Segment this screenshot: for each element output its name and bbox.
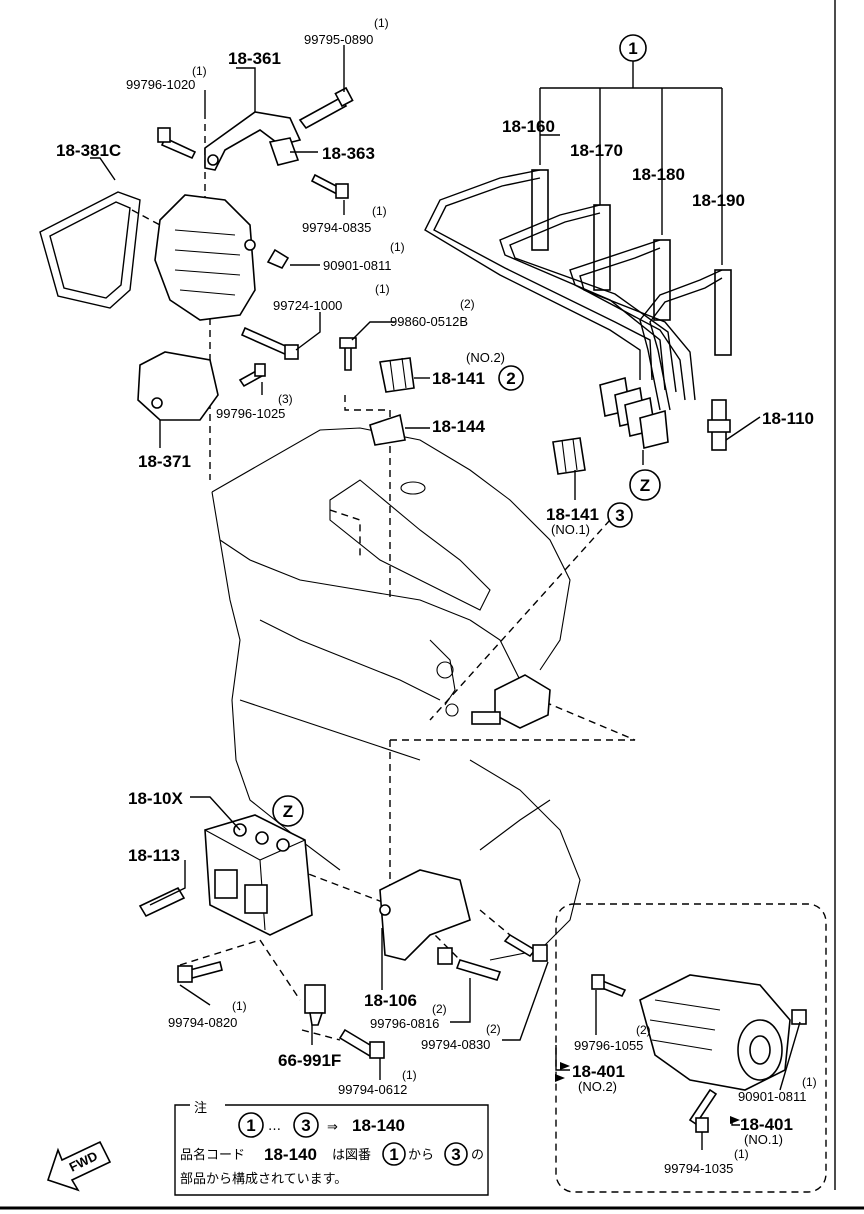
note-circle-1: 1 bbox=[246, 1116, 255, 1135]
note-line3: 部品から構成されています。 bbox=[180, 1172, 347, 1187]
label-99796-0816: 99796-0816 bbox=[370, 1016, 439, 1031]
bracket-18-361 bbox=[204, 111, 302, 171]
leader-lines bbox=[90, 45, 801, 1150]
label-18-363: 18-363 bbox=[322, 144, 375, 163]
bracket-18-106 bbox=[379, 869, 471, 961]
qty-99796-1055: (2) bbox=[636, 1023, 651, 1037]
label-99796-1020: 99796-1020 bbox=[126, 77, 195, 92]
label-99796-1025: 99796-1025 bbox=[216, 406, 285, 421]
label-18-10x: 18-10X bbox=[128, 789, 183, 808]
label-18-190: 18-190 bbox=[692, 191, 745, 210]
fwd-arrow: FWD bbox=[46, 1140, 112, 1192]
label-18-141-no1: 18-141 bbox=[546, 505, 599, 524]
label-66-991f: 66-991F bbox=[278, 1051, 341, 1070]
label-90901-0811a: 90901-0811 bbox=[323, 258, 391, 273]
qty-90901-0811a: (1) bbox=[390, 240, 405, 254]
engine-block bbox=[211, 427, 581, 961]
qty-99794-0820: (1) bbox=[232, 999, 247, 1013]
callout-2: 2 bbox=[506, 369, 515, 388]
part-labels: (1) 99795-0890 18-361 (1) 99796-1020 18-… bbox=[56, 16, 817, 1176]
label-99794-1035: 99794-1035 bbox=[664, 1161, 733, 1176]
callout-1: 1 bbox=[628, 39, 637, 58]
sensor-66-991f bbox=[304, 984, 326, 1026]
callout-z-bottom: Z bbox=[283, 802, 293, 821]
arrowheads bbox=[555, 1062, 740, 1124]
note-box: 注 1 … 3 ⇒ 18-140 品名コード 18-140 は図番 1 から 3… bbox=[174, 1101, 489, 1196]
note-ellipsis: … bbox=[268, 1119, 281, 1134]
label-18-361: 18-361 bbox=[228, 49, 281, 68]
qty-90901-0811b: (1) bbox=[802, 1075, 817, 1089]
label-18-144: 18-144 bbox=[432, 417, 485, 436]
label-18-106: 18-106 bbox=[364, 991, 417, 1010]
spark-plug-wires bbox=[424, 169, 732, 449]
note-18-141-no1: (NO.1) bbox=[551, 522, 590, 537]
label-18-371: 18-371 bbox=[138, 452, 191, 471]
label-99796-1055: 99796-1055 bbox=[574, 1038, 643, 1053]
label-18-180: 18-180 bbox=[632, 165, 685, 184]
label-99860-0512b: 99860-0512B bbox=[390, 314, 468, 329]
note-line2-no: の bbox=[471, 1148, 484, 1163]
clip-18-141-no1 bbox=[552, 437, 586, 475]
qty-99794-0612: (1) bbox=[402, 1068, 417, 1082]
note-line2-code: 18-140 bbox=[264, 1145, 317, 1164]
drive-belt bbox=[39, 191, 141, 309]
label-18-113: 18-113 bbox=[128, 846, 180, 865]
qty-99860-0512b: (2) bbox=[460, 297, 475, 311]
note-18-401-no2: (NO.2) bbox=[578, 1079, 617, 1094]
note-code: 18-140 bbox=[352, 1116, 405, 1135]
starter-motor bbox=[591, 974, 807, 1133]
spark-plug bbox=[707, 399, 731, 451]
leader-dashes bbox=[131, 112, 636, 1041]
label-99794-0830: 99794-0830 bbox=[421, 1037, 490, 1052]
label-99795-0890: 99795-0890 bbox=[304, 32, 373, 47]
resistor-18-113 bbox=[138, 886, 186, 918]
note-line2-kara: から bbox=[408, 1148, 434, 1163]
qty-99794-0830: (2) bbox=[486, 1022, 501, 1036]
clip-18-141-no2 bbox=[379, 357, 415, 393]
callouts: 1 2 3 Z Z bbox=[272, 34, 661, 827]
cam-angle-sensor bbox=[471, 674, 551, 729]
lower-bolts bbox=[177, 933, 548, 1059]
label-18-110: 18-110 bbox=[762, 409, 814, 428]
label-18-381c: 18-381C bbox=[56, 141, 121, 160]
alternator bbox=[154, 194, 256, 321]
qty-99796-0816: (2) bbox=[432, 1002, 447, 1016]
bracket-18-371 bbox=[137, 351, 219, 421]
label-99794-0835: 99794-0835 bbox=[302, 220, 371, 235]
label-18-401-no2: 18-401 bbox=[572, 1062, 625, 1081]
label-99794-0820: 99794-0820 bbox=[168, 1015, 237, 1030]
note-18-401-no1: (NO.1) bbox=[744, 1132, 783, 1147]
label-18-141-no2: 18-141 bbox=[432, 369, 485, 388]
label-18-401-no1: 18-401 bbox=[740, 1115, 793, 1134]
qty-99794-0835: (1) bbox=[372, 204, 387, 218]
callout-3: 3 bbox=[615, 506, 624, 525]
label-18-170: 18-170 bbox=[570, 141, 623, 160]
label-18-160: 18-160 bbox=[502, 117, 555, 136]
qty-99795-0890: (1) bbox=[374, 16, 389, 30]
ignition-coil bbox=[204, 814, 313, 936]
bracket-18-144 bbox=[369, 413, 406, 446]
note-18-141-no2: (NO.2) bbox=[466, 350, 505, 365]
label-99794-0612: 99794-0612 bbox=[338, 1082, 407, 1097]
qty-99796-1020: (1) bbox=[192, 64, 207, 78]
note-line2-circle-3: 3 bbox=[451, 1145, 460, 1164]
label-90901-0811b: 90901-0811 bbox=[738, 1089, 806, 1104]
note-arrow: ⇒ bbox=[327, 1120, 338, 1135]
bolts bbox=[157, 86, 357, 388]
note-line2-circle-1: 1 bbox=[389, 1145, 398, 1164]
note-line2-b: は図番 bbox=[332, 1148, 371, 1163]
qty-99796-1025: (3) bbox=[278, 392, 293, 406]
note-title: 注 bbox=[194, 1101, 207, 1116]
bracket-18-363 bbox=[268, 137, 300, 166]
label-99724-1000: 99724-1000 bbox=[273, 298, 342, 313]
qty-99724-1000: (1) bbox=[375, 282, 390, 296]
note-circle-3: 3 bbox=[301, 1116, 310, 1135]
qty-99794-1035: (1) bbox=[734, 1147, 749, 1161]
callout-z-top: Z bbox=[640, 476, 650, 495]
note-line2-a: 品名コード bbox=[180, 1147, 245, 1163]
